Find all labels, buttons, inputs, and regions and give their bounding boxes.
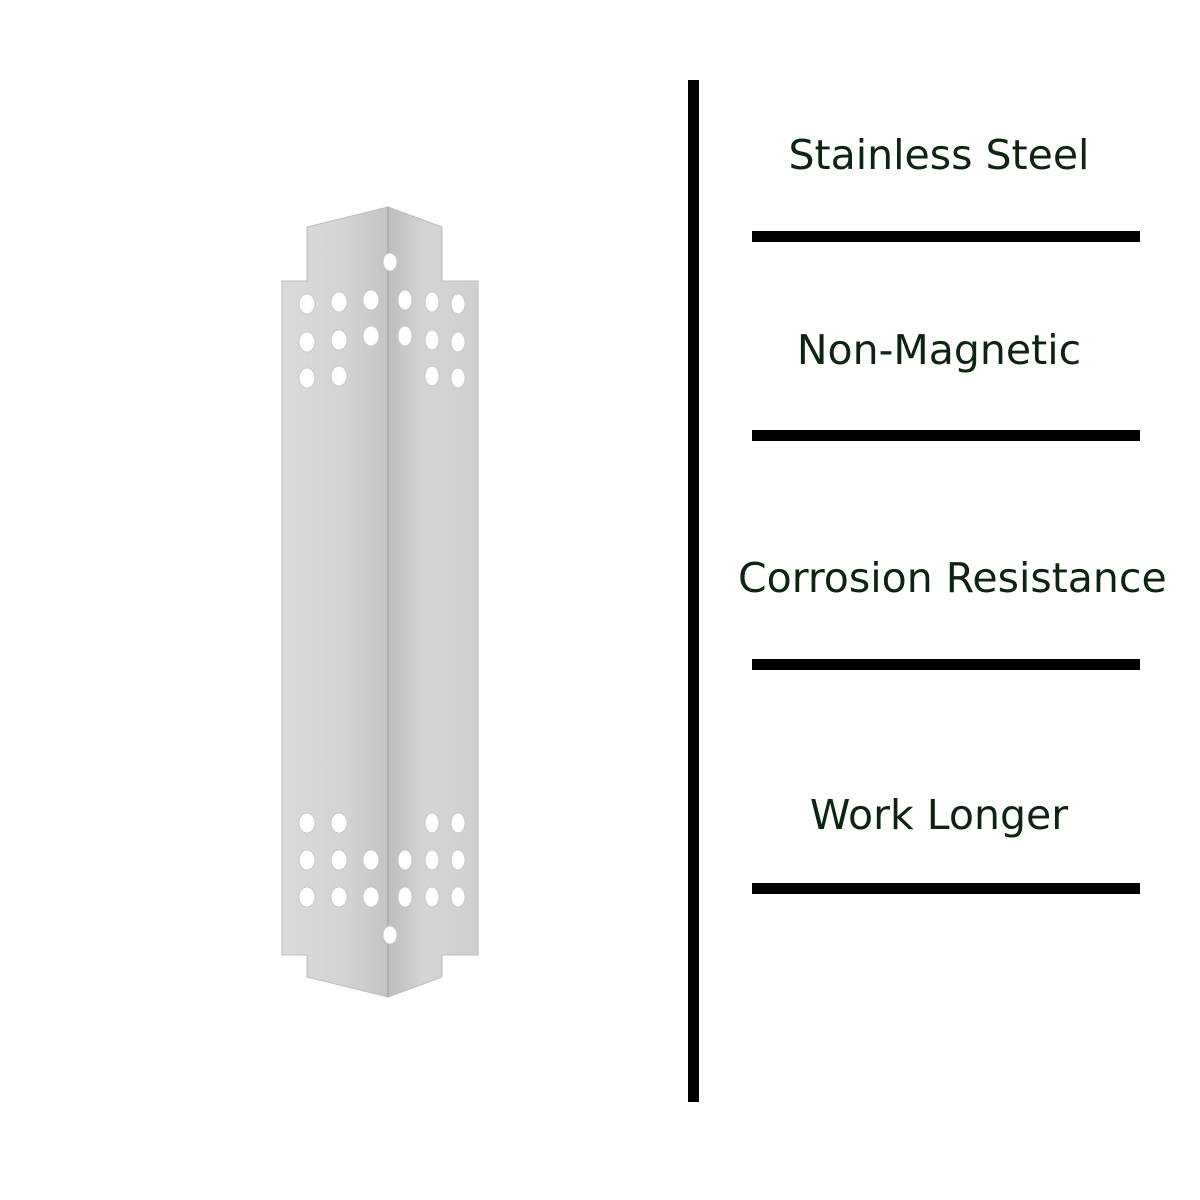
- plate-left-face: [281, 206, 389, 998]
- heat-shield-plate-icon: [281, 206, 479, 998]
- feature-stainless-steel: Stainless Steel: [788, 131, 1090, 179]
- feature-corrosion-resistance: Corrosion Resistance: [738, 554, 1167, 602]
- feature-divider-4: [752, 883, 1140, 894]
- vertical-divider: [688, 80, 699, 1102]
- feature-divider-3: [752, 659, 1140, 670]
- feature-work-longer: Work Longer: [809, 791, 1069, 839]
- feature-divider-2: [752, 430, 1140, 441]
- feature-non-magnetic: Non-Magnetic: [796, 326, 1082, 374]
- feature-divider-1: [752, 231, 1140, 242]
- product-image: [270, 195, 490, 1010]
- plate-right-face: [387, 206, 479, 998]
